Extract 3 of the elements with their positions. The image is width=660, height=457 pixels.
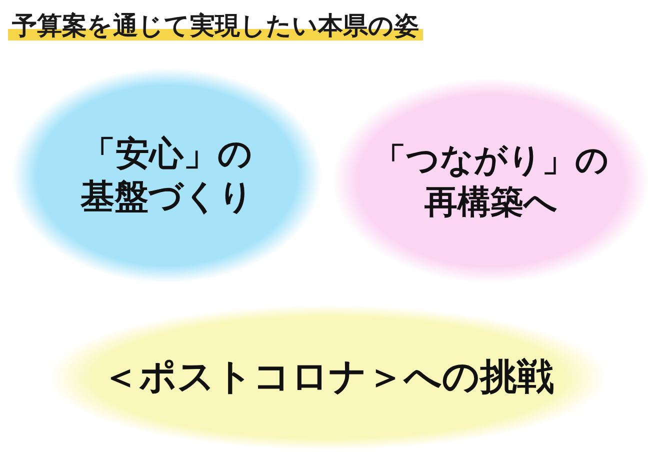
theme-text: ＜ポストコロナ＞への挑戦 <box>102 354 554 400</box>
theme-text: 「安心」の基盤づくり <box>80 133 254 218</box>
theme-text: 「つながり」の再構築へ <box>372 139 610 222</box>
